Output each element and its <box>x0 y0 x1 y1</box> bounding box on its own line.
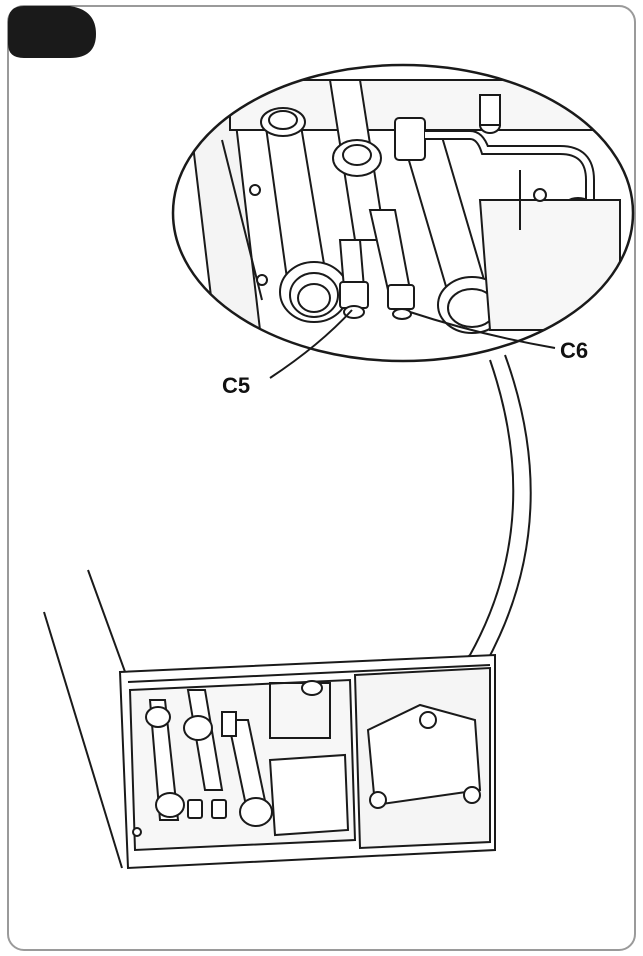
step-badge <box>8 6 96 58</box>
boiler-unit <box>43 569 496 870</box>
zoom-detail-view <box>171 63 635 363</box>
label-c5: C5 <box>222 373 250 398</box>
label-c6: C6 <box>560 338 588 363</box>
leader-line-c6 <box>409 311 556 349</box>
leader-line-c5 <box>269 309 353 379</box>
